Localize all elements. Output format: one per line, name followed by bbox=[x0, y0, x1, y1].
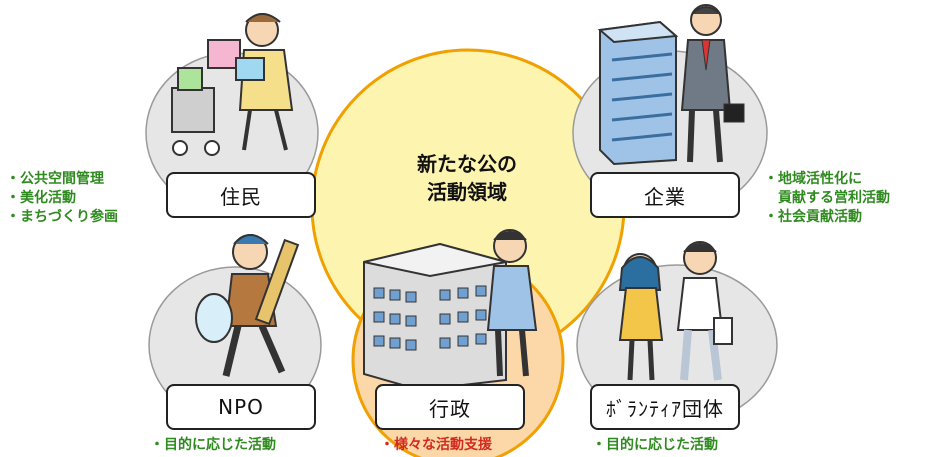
residents-note-3: ・まちづくり参画 bbox=[6, 209, 118, 225]
companies-note-2: 貢献する営利活動 bbox=[764, 190, 890, 206]
center-title-line2: 活動領域 bbox=[427, 180, 507, 204]
government-label: 行政 bbox=[375, 384, 525, 430]
volunteer-couple-icon bbox=[618, 241, 733, 381]
shopping-woman-icon bbox=[171, 13, 294, 156]
companies-label: 企業 bbox=[590, 172, 740, 218]
volunteer-note: ・目的に応じた活動 bbox=[592, 436, 718, 455]
government-note-1: ・様々な活動支援 bbox=[380, 437, 492, 453]
npo-note-1: ・目的に応じた活動 bbox=[150, 437, 276, 453]
center-title-line1: 新たな公の bbox=[417, 152, 517, 176]
companies-notes: ・地域活性化に 貢献する営利活動 ・社会貢献活動 bbox=[764, 170, 890, 227]
official-icon bbox=[486, 229, 538, 377]
npo-label: NPO bbox=[166, 384, 316, 430]
residents-note-2: ・美化活動 bbox=[6, 190, 76, 206]
residents-notes: ・公共空間管理 ・美化活動 ・まちづくり参画 bbox=[6, 170, 118, 227]
center-title: 新たな公の 活動領域 bbox=[392, 150, 542, 206]
companies-note-3: ・社会貢献活動 bbox=[764, 209, 862, 225]
office-building-icon bbox=[597, 20, 679, 166]
government-note: ・様々な活動支援 bbox=[380, 436, 492, 455]
companies-note-1: ・地域活性化に bbox=[764, 171, 862, 187]
businessman-icon bbox=[680, 4, 745, 163]
volunteer-note-1: ・目的に応じた活動 bbox=[592, 437, 718, 453]
npo-person-icon bbox=[195, 234, 300, 377]
residents-note-1: ・公共空間管理 bbox=[6, 171, 104, 187]
volunteer-label: ﾎﾞﾗﾝﾃｨｱ団体 bbox=[590, 384, 740, 430]
government-building-icon bbox=[363, 242, 507, 392]
npo-note: ・目的に応じた活動 bbox=[150, 436, 276, 455]
residents-label: 住民 bbox=[166, 172, 316, 218]
